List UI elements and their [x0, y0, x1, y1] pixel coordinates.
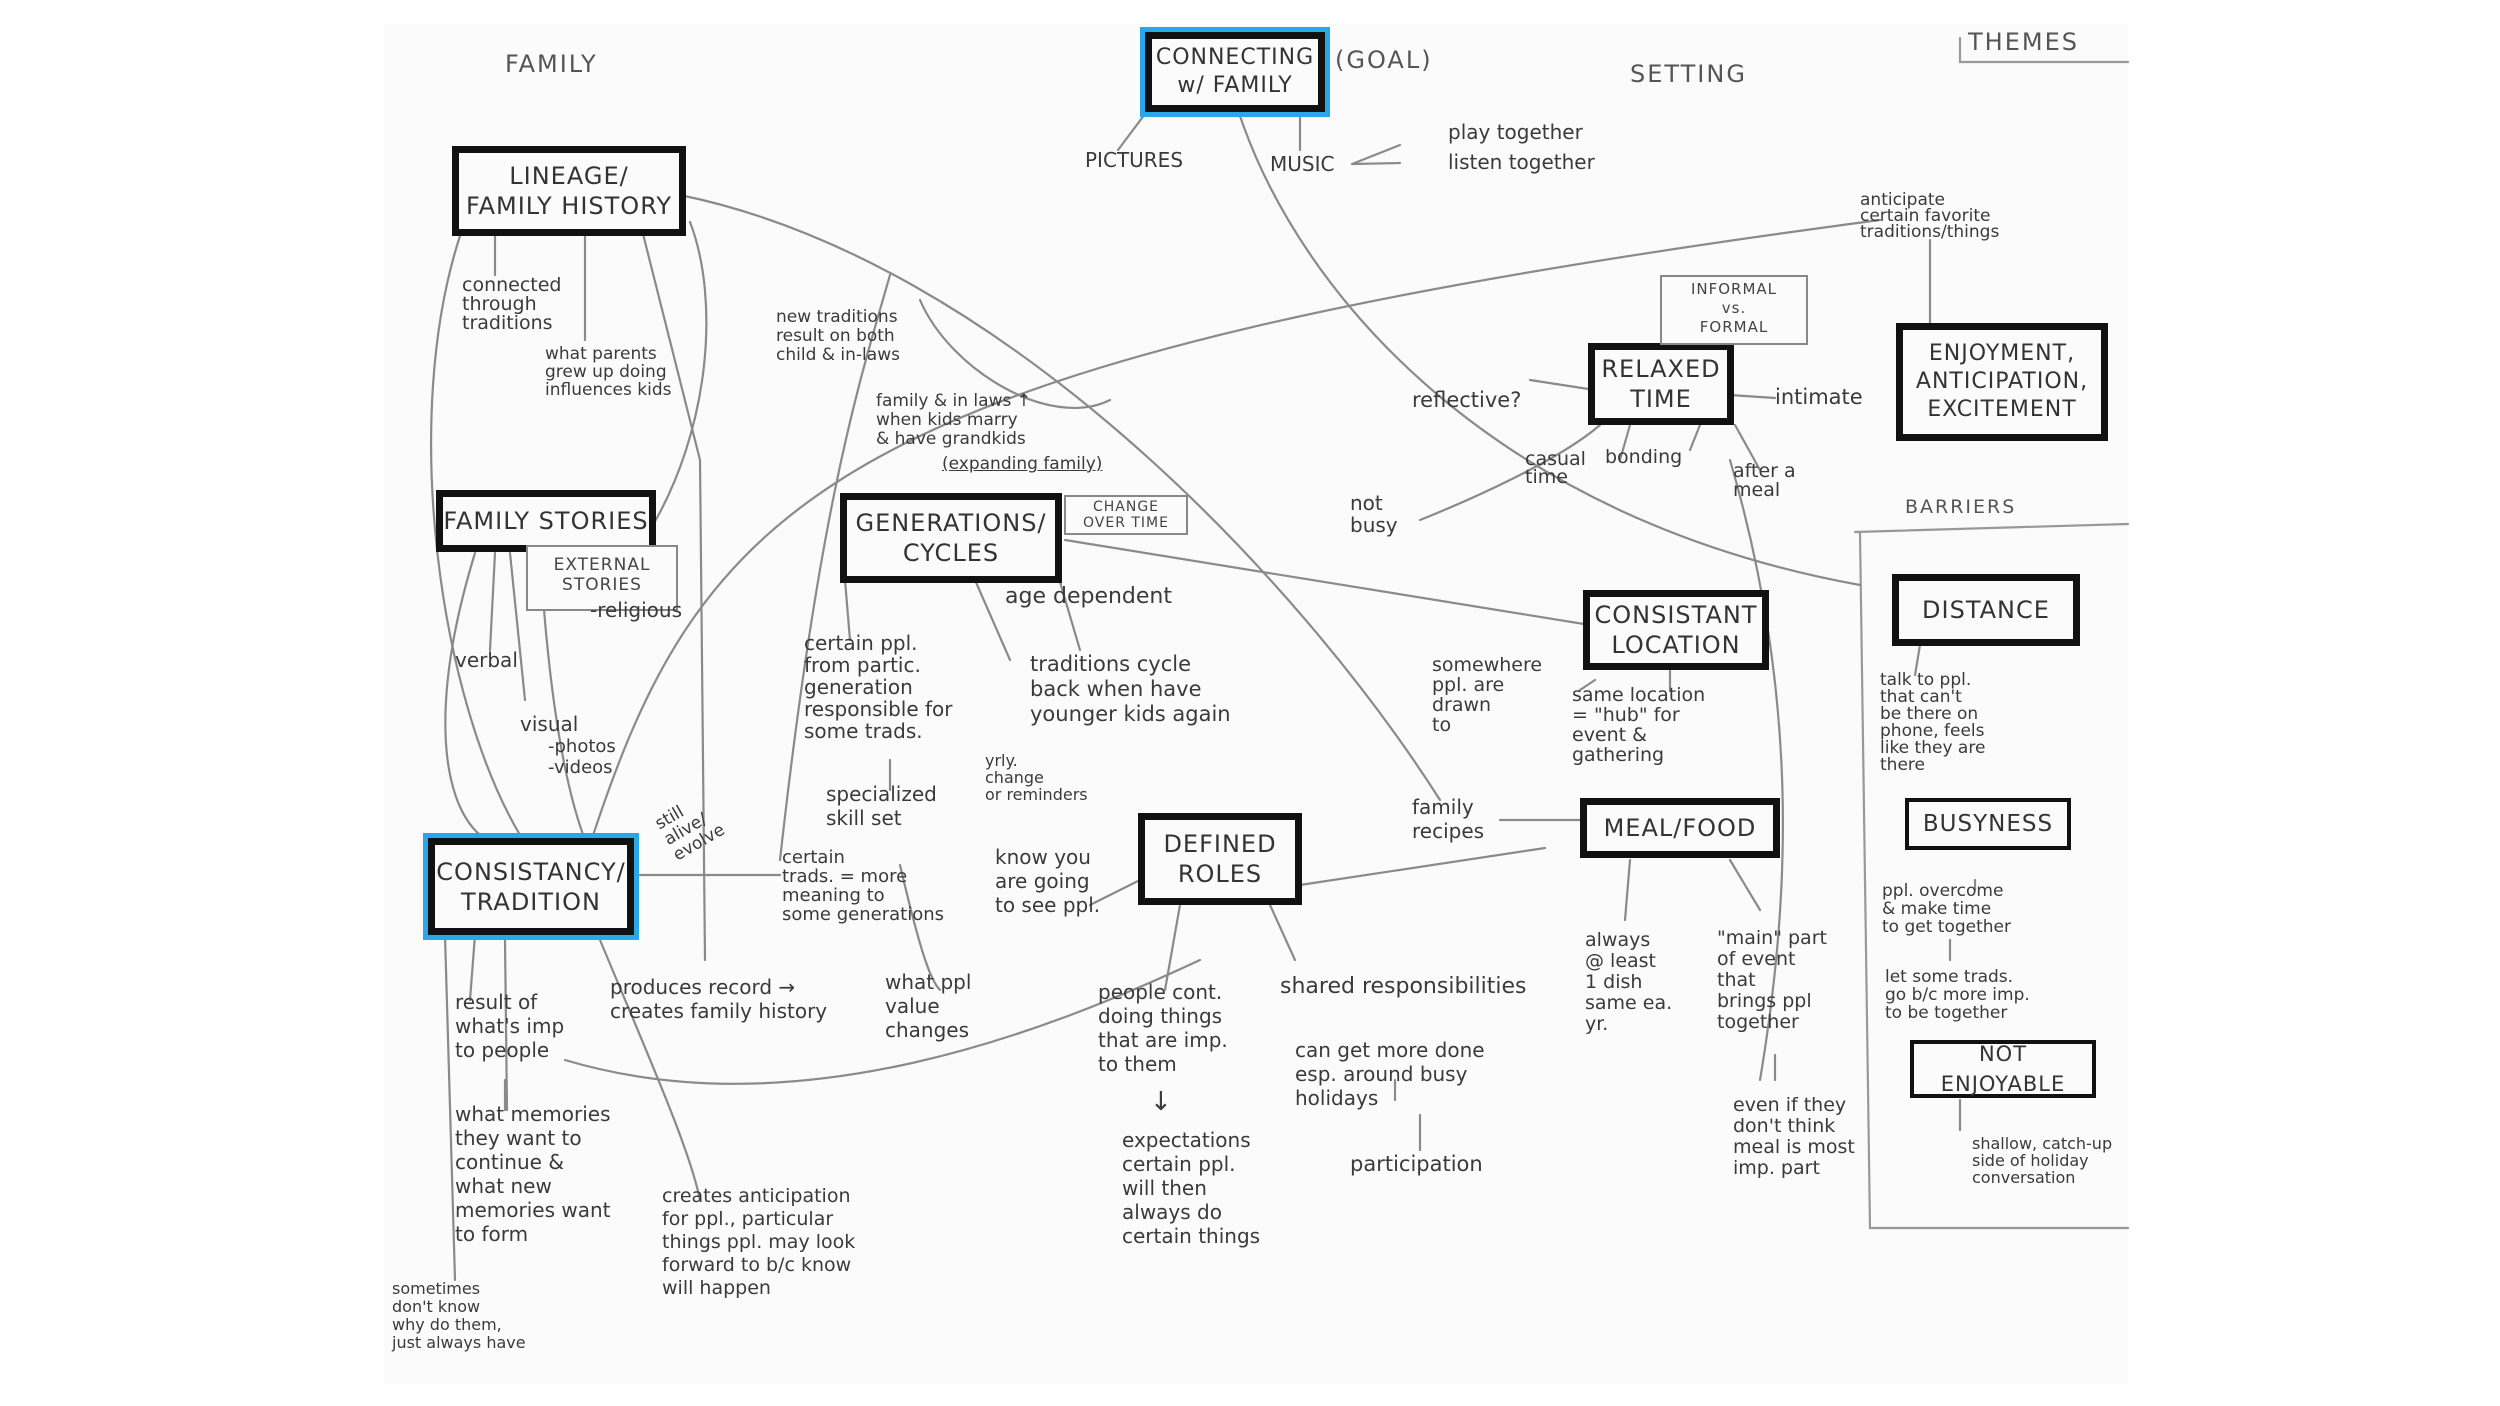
- note-certain-trads-meaning: certain trads. = more meaning to some ge…: [782, 847, 944, 925]
- box-connecting-with-family: CONNECTING w/ FAMILY: [1145, 32, 1325, 112]
- note-casual-time: casual time: [1525, 448, 1586, 488]
- note-family-recipes: family recipes: [1412, 795, 1485, 843]
- note-main-part-of-event: "main" part of event that brings ppl tog…: [1717, 927, 1827, 1033]
- note-not-busy: not busy: [1350, 491, 1398, 537]
- box-meal-food: MEAL/FOOD: [1580, 798, 1780, 858]
- note-creates-anticipation: creates anticipation for ppl., particula…: [662, 1185, 856, 1299]
- note-ppl-overcome: ppl. overcome & make time to get togethe…: [1882, 881, 2011, 937]
- heading-family: FAMILY: [505, 50, 598, 78]
- note-specialized-skill-set: specialized skill set: [826, 782, 937, 830]
- note-can-get-more-done: can get more done esp. around busy holid…: [1295, 1038, 1485, 1110]
- note-certain-ppl-generation: certain ppl. from partic. generation res…: [804, 631, 953, 743]
- paper-sheet: [384, 24, 2128, 1384]
- note-photos: -photos: [548, 736, 616, 757]
- heading-barriers: BARRIERS: [1905, 496, 2017, 518]
- note-pictures: PICTURES: [1085, 148, 1184, 172]
- box-family-stories: FAMILY STORIES: [436, 490, 656, 552]
- note-listen-together: listen together: [1448, 150, 1595, 174]
- box-generations-cycles: GENERATIONS/ CYCLES: [840, 493, 1062, 583]
- note-participation: participation: [1350, 1152, 1483, 1176]
- heading-goal: (GOAL): [1335, 46, 1433, 74]
- note-bonding: bonding: [1605, 446, 1683, 468]
- note-produces-record: produces record → creates family history: [610, 975, 828, 1023]
- note-family-in-laws: family & in laws ↑ when kids marry & hav…: [876, 391, 1031, 449]
- box-not-enjoyable: NOT ENJOYABLE: [1910, 1040, 2096, 1098]
- note-talk-to-ppl: talk to ppl. that can't be there on phon…: [1880, 670, 1986, 775]
- note-expanding-family: (expanding family): [942, 454, 1103, 474]
- note-know-you-are-going: know you are going to see ppl.: [995, 845, 1101, 917]
- note-what-ppl-value: what ppl value changes: [885, 970, 972, 1042]
- note-religious: -religious: [590, 598, 683, 622]
- note-let-some-trads-go: let some trads. go b/c more imp. to be t…: [1885, 967, 2030, 1023]
- heading-themes: THEMES: [1968, 28, 2079, 56]
- note-arrow-down: ↓: [1150, 1087, 1172, 1117]
- note-same-location-hub: same location = "hub" for event & gather…: [1572, 684, 1706, 766]
- note-play-together: play together: [1448, 120, 1583, 144]
- box-relaxed-time: RELAXED TIME: [1588, 343, 1734, 425]
- note-intimate: intimate: [1775, 385, 1863, 409]
- note-reflective: reflective?: [1412, 388, 1522, 412]
- note-sometimes: sometimes don't know why do them, just a…: [392, 1279, 526, 1352]
- box-distance: DISTANCE: [1892, 574, 2080, 646]
- note-verbal: verbal: [455, 648, 518, 672]
- box-lineage-family-history: LINEAGE/ FAMILY HISTORY: [452, 146, 686, 236]
- note-result-of: result of what's imp to people: [455, 990, 565, 1062]
- note-shallow-conversation: shallow, catch-up side of holiday conver…: [1972, 1134, 2113, 1187]
- note-always-one-dish: always @ least 1 dish same ea. yr.: [1585, 929, 1673, 1035]
- box-enjoyment-anticipation: ENJOYMENT, ANTICIPATION, EXCITEMENT: [1896, 323, 2108, 441]
- note-connected-through-traditions: connected through traditions: [462, 274, 562, 334]
- note-even-if-they-dont-think: even if they don't think meal is most im…: [1733, 1094, 1855, 1179]
- note-visual: visual: [520, 712, 579, 736]
- note-videos: -videos: [548, 757, 613, 778]
- box-defined-roles: DEFINED ROLES: [1138, 813, 1302, 905]
- note-age-dependent: age dependent: [1005, 584, 1172, 609]
- box-consistant-location: CONSISTANT LOCATION: [1583, 590, 1769, 670]
- note-people-cont: people cont. doing things that are imp. …: [1098, 980, 1228, 1076]
- note-what-parents-grew-up: what parents grew up doing influences ki…: [545, 344, 672, 400]
- box-informal-vs-formal: INFORMAL vs. FORMAL: [1660, 275, 1808, 345]
- note-what-memories: what memories they want to continue & wh…: [455, 1102, 611, 1246]
- note-new-traditions: new traditions result on both child & in…: [776, 307, 900, 365]
- note-shared-responsibilities: shared responsibilities: [1280, 974, 1527, 999]
- note-somewhere-ppl-drawn: somewhere ppl. are drawn to: [1432, 654, 1543, 736]
- note-expectations: expectations certain ppl. will then alwa…: [1122, 1128, 1261, 1248]
- box-consistancy-tradition: CONSISTANCY/ TRADITION: [428, 838, 634, 935]
- heading-setting: SETTING: [1630, 60, 1747, 88]
- note-music: MUSIC: [1270, 152, 1335, 176]
- note-traditions-cycle: traditions cycle back when have younger …: [1030, 652, 1231, 726]
- note-after-a-meal: after a meal: [1733, 460, 1796, 501]
- box-change-over-time: CHANGE OVER TIME: [1064, 495, 1188, 535]
- note-yearly-change: yrly. change or reminders: [985, 751, 1088, 804]
- box-external-stories: EXTERNAL STORIES: [526, 545, 678, 611]
- note-anticipate-favorite-traditions: anticipate certain favorite traditions/t…: [1860, 190, 2000, 242]
- box-busyness: BUSYNESS: [1905, 798, 2071, 850]
